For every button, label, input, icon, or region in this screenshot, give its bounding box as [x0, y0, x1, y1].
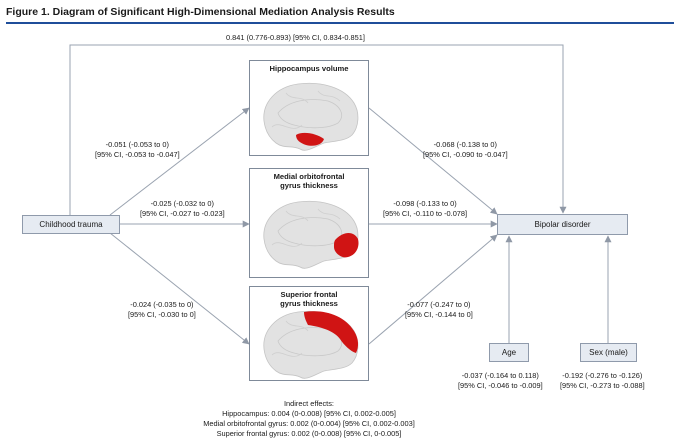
age-node: Age	[489, 343, 529, 362]
direct-effect-label: 0.841 (0.776-0.893) [95% CI, 0.834-0.851…	[226, 33, 365, 42]
mofg-title: Medial orbitofrontal gyrus thickness	[273, 172, 345, 190]
path-b-hippocampus-label: -0.068 (-0.138 to 0) [95% CI, -0.090 to …	[423, 140, 508, 160]
sex-node: Sex (male)	[580, 343, 637, 362]
ci: [95% CI, -0.273 to -0.088]	[560, 380, 645, 390]
path-a-sfg-arrow	[109, 232, 250, 345]
path-a-hippocampus-label: -0.051 (-0.053 to 0) [95% CI, -0.053 to …	[95, 140, 180, 160]
sfg-title: Superior frontal gyrus thickness	[280, 290, 338, 308]
indirect-effects-block: Indirect effects: Hippocampus: 0.004 (0-…	[188, 399, 430, 439]
path-a-hippocampus-arrow	[109, 107, 250, 216]
indirect-effect-mofg: Medial orbitofrontal gyrus: 0.002 (0-0.0…	[203, 418, 415, 428]
sex-effect-label: -0.192 (-0.276 to -0.126) [95% CI, -0.27…	[560, 371, 645, 391]
estimate: -0.024 (-0.035 to 0)	[130, 300, 194, 309]
sfg-panel: Superior frontal gyrus thickness	[249, 286, 369, 381]
estimate: -0.025 (-0.032 to 0)	[150, 199, 214, 208]
ci: [95% CI, -0.053 to -0.047]	[95, 149, 180, 159]
ci: [95% CI, -0.030 to 0]	[128, 309, 196, 319]
estimate: -0.037 (-0.164 to 0.118)	[461, 371, 539, 380]
ci: [95% CI, -0.046 to -0.009]	[458, 380, 543, 390]
hippocampus-panel: Hippocampus volume	[249, 60, 369, 156]
hippocampus-title: Hippocampus volume	[269, 64, 349, 73]
path-a-mofg-label: -0.025 (-0.032 to 0) [95% CI, -0.027 to …	[140, 199, 225, 219]
ci: [95% CI, -0.090 to -0.047]	[423, 149, 508, 159]
ci: [95% CI, -0.027 to -0.023]	[140, 208, 225, 218]
title-rule	[6, 22, 674, 24]
childhood-trauma-node: Childhood trauma	[22, 215, 120, 234]
path-b-sfg-label: -0.077 (-0.247 to 0) [95% CI, -0.144 to …	[405, 300, 473, 320]
path-b-sfg-arrow	[368, 234, 498, 345]
age-effect-label: -0.037 (-0.164 to 0.118) [95% CI, -0.046…	[458, 371, 543, 391]
mofg-panel: Medial orbitofrontal gyrus thickness	[249, 168, 369, 278]
estimate: -0.192 (-0.276 to -0.126)	[562, 371, 643, 380]
indirect-effects-heading: Indirect effects:	[284, 399, 334, 408]
brain-medial-view-icon	[263, 310, 359, 379]
estimate: -0.098 (-0.133 to 0)	[393, 199, 457, 208]
ci: [95% CI, -0.110 to -0.078]	[383, 208, 468, 218]
path-b-mofg-label: -0.098 (-0.133 to 0) [95% CI, -0.110 to …	[383, 199, 467, 219]
indirect-effect-sfg: Superior frontal gyrus: 0.002 (0-0.008) …	[216, 428, 402, 438]
bipolar-disorder-node: Bipolar disorder	[497, 214, 628, 235]
estimate: -0.068 (-0.138 to 0)	[433, 140, 497, 149]
brain-medial-view-icon	[263, 82, 359, 151]
figure-title: Figure 1. Diagram of Significant High-Di…	[6, 6, 395, 18]
path-a-sfg-label: -0.024 (-0.035 to 0) [95% CI, -0.030 to …	[128, 300, 196, 320]
estimate: -0.077 (-0.247 to 0)	[407, 300, 471, 309]
estimate: -0.051 (-0.053 to 0)	[105, 140, 169, 149]
direct-path-arrow	[69, 44, 567, 215]
ci: [95% CI, -0.144 to 0]	[405, 309, 473, 319]
indirect-effect-hippocampus: Hippocampus: 0.004 (0-0.008) [95% CI, 0.…	[222, 408, 396, 418]
path-b-hippocampus-arrow	[368, 107, 498, 215]
brain-medial-view-icon	[263, 200, 359, 269]
